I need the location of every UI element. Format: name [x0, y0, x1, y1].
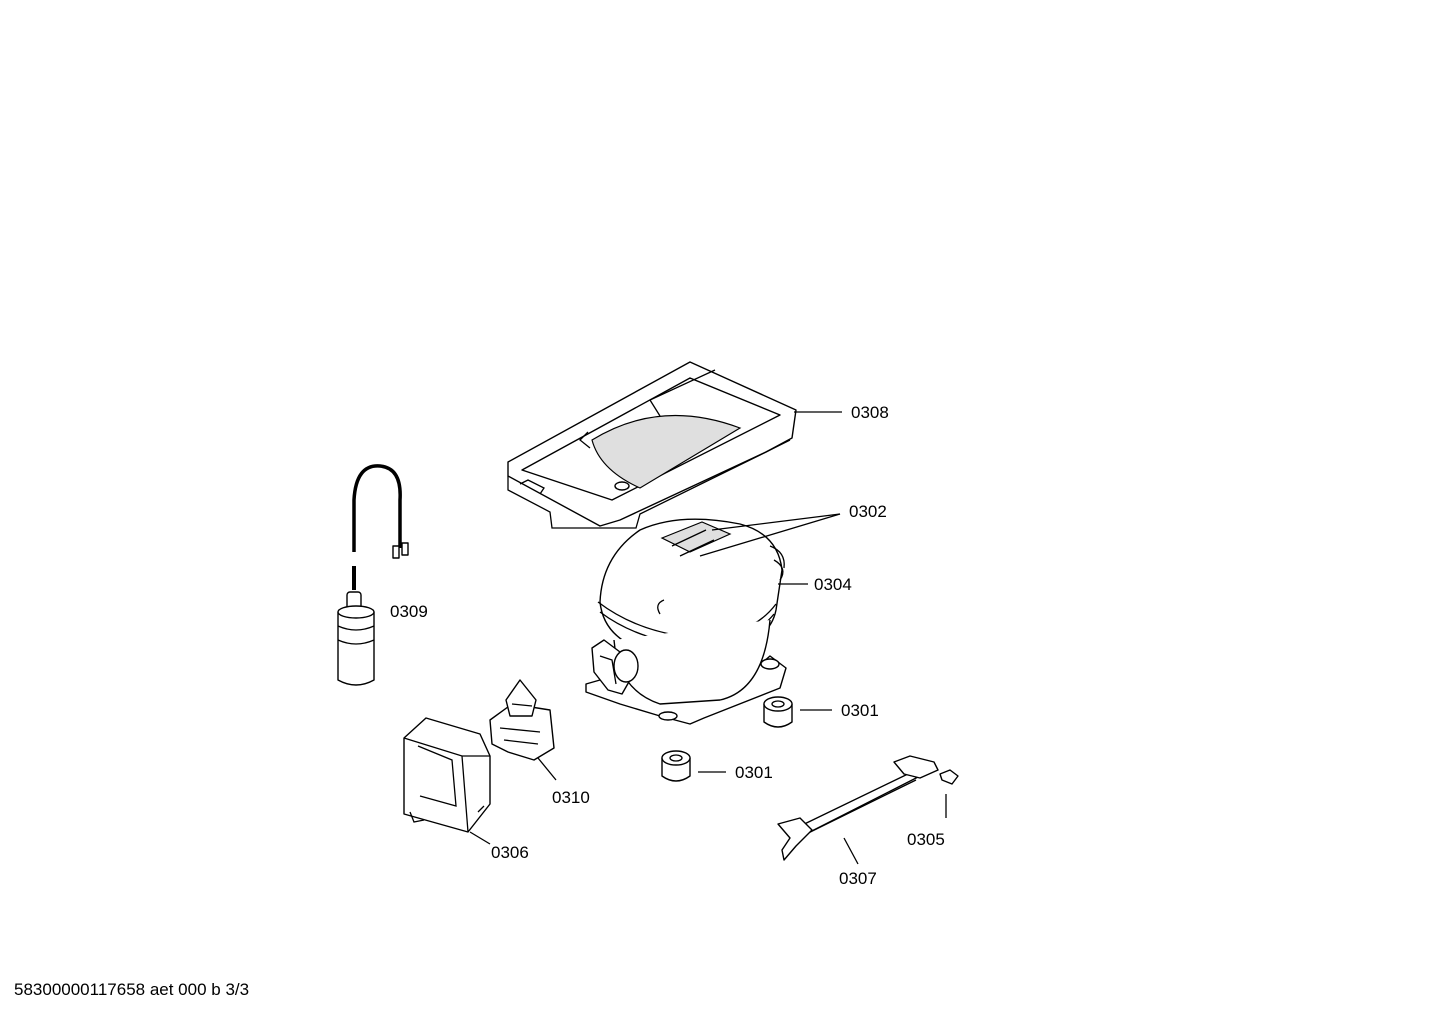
- relay-part: [489, 679, 555, 761]
- drip-tray-part: [507, 361, 797, 529]
- label-0310: 0310: [552, 788, 590, 807]
- clip-part: [939, 769, 959, 785]
- label-0302: 0302: [849, 502, 887, 521]
- label-0305: 0305: [907, 830, 945, 849]
- grommet-part-lower: [661, 750, 691, 782]
- label-0308: 0308: [851, 403, 889, 422]
- label-0309: 0309: [390, 602, 428, 621]
- bracket-part: [777, 755, 939, 861]
- leader-0306: [469, 831, 491, 845]
- compressor-part: [585, 518, 787, 725]
- grommet-part-upper: [763, 696, 793, 728]
- leader-0302-b: [699, 513, 841, 557]
- capacitor-part: [337, 464, 409, 686]
- leader-0307: [843, 837, 859, 865]
- label-0304: 0304: [814, 575, 852, 594]
- cover-part: [403, 717, 491, 833]
- label-0301-upper: 0301: [841, 701, 879, 720]
- leader-lines: [469, 411, 947, 865]
- leader-0310: [537, 757, 557, 781]
- label-0307: 0307: [839, 869, 877, 888]
- leader-0302-a: [711, 513, 841, 531]
- label-0301-lower: 0301: [735, 763, 773, 782]
- label-0306: 0306: [491, 843, 529, 862]
- document-footer-code: 58300000117658 aet 000 b 3/3: [14, 980, 250, 999]
